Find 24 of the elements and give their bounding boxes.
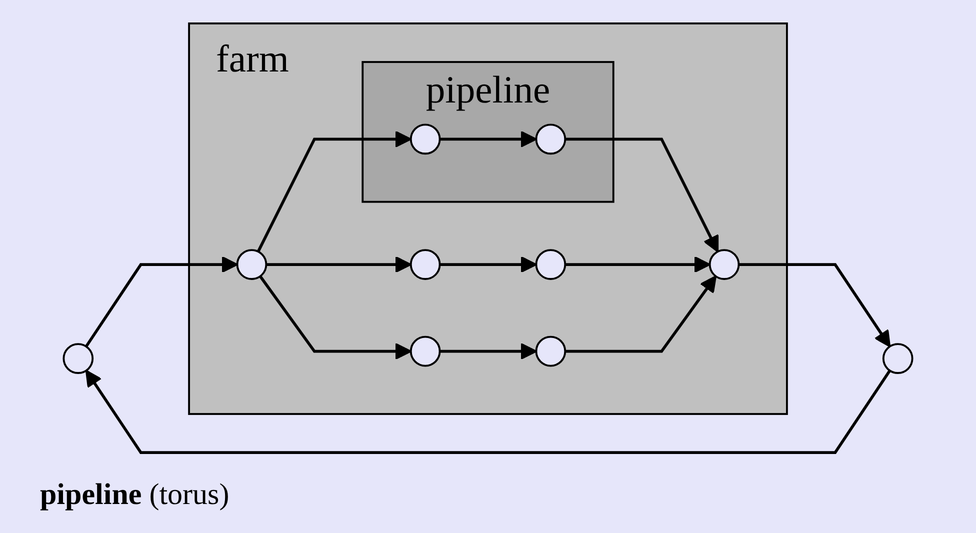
arrow: [84, 256, 238, 348]
node-circle: [535, 336, 566, 367]
node-circle: [410, 124, 441, 155]
arrow: [440, 342, 537, 360]
node-circle: [410, 249, 441, 280]
node-circle: [708, 249, 740, 280]
arrow: [85, 370, 892, 454]
arrow: [738, 263, 891, 348]
cluster: pipeline: [362, 61, 614, 203]
node-circle: [236, 249, 268, 280]
arrow: [256, 130, 412, 252]
arrow: [565, 256, 711, 273]
arrow: [259, 275, 412, 360]
node-circle: [535, 249, 566, 280]
node-circle: [410, 336, 441, 367]
arrow: [266, 256, 412, 273]
node-circle: [882, 343, 914, 374]
arrow: [565, 138, 719, 252]
caption: pipeline (torus): [40, 478, 230, 512]
arrow: [440, 130, 537, 148]
node-circle: [535, 124, 566, 155]
arrow: [565, 275, 717, 353]
node-circle: [62, 343, 94, 374]
arrow: [440, 256, 537, 273]
